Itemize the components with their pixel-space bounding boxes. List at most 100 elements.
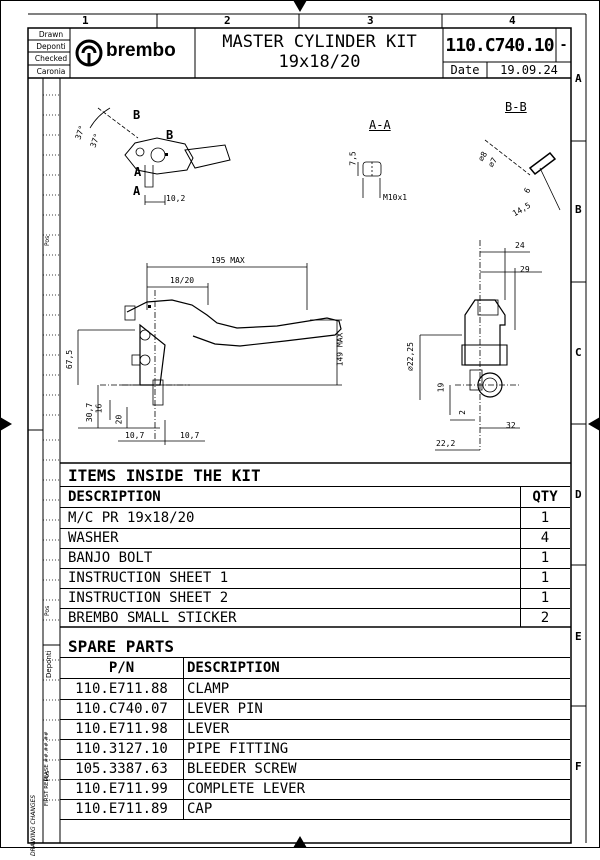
kit-col-qty: QTY (532, 489, 558, 505)
spare-part-desc: BLEEDER SCREW (187, 761, 297, 777)
row-letter-d: D (575, 488, 582, 501)
side-pos-label-2: Pos (44, 605, 51, 616)
kit-row: INSTRUCTION SHEET 2 1 (60, 588, 570, 609)
column-number-4: 4 (509, 14, 516, 27)
spare-part-number: 105.3387.63 (75, 761, 168, 777)
kit-title-row: ITEMS INSIDE THE KIT (60, 464, 570, 487)
dim-18-20: 18/20 (170, 276, 195, 285)
spare-header-row: P/N DESCRIPTION (60, 658, 570, 679)
kit-item-qty: 2 (540, 610, 550, 626)
role-caronia: Caronia (36, 67, 66, 76)
date-value: 19.09.24 (500, 63, 558, 77)
kit-row: M/C PR 19x18/20 1 (60, 508, 570, 529)
revision: - (559, 38, 568, 53)
spare-part-number: 110.E711.88 (75, 681, 168, 697)
dim-29: 29 (520, 265, 530, 274)
kit-row: BREMBO SMALL STICKER 2 (60, 608, 570, 628)
kit-item-desc: INSTRUCTION SHEET 2 (68, 590, 229, 606)
kit-item-qty: 1 (540, 570, 550, 586)
kit-item-desc: WASHER (68, 530, 119, 546)
kit-row: BANJO BOLT 1 (60, 548, 570, 569)
part-number: 110.C740.10 (445, 35, 554, 56)
spare-row: 110.E711.98 LEVER (60, 719, 570, 740)
kit-item-desc: INSTRUCTION SHEET 1 (68, 570, 229, 586)
dim-67-5: 67,5 (65, 349, 75, 370)
dim-m10x1: M10x1 (383, 193, 408, 202)
spare-col-description: DESCRIPTION (187, 660, 280, 676)
dim-24: 24 (515, 241, 525, 250)
dim-d22-25: ∅22,25 (405, 342, 415, 371)
spare-row: 110.E711.88 CLAMP (60, 679, 570, 700)
kit-header-row: DESCRIPTION QTY (60, 487, 570, 508)
role-deponti: Deponti (36, 42, 66, 51)
row-letter-f: F (575, 760, 582, 773)
row-letter-b: B (575, 203, 582, 216)
role-checked: Checked (34, 54, 68, 63)
column-number-2: 2 (224, 14, 231, 27)
dim-20: 20 (114, 414, 124, 425)
dim-195-max: 195 MAX (211, 256, 245, 265)
spare-part-number: 110.C740.07 (75, 701, 168, 717)
kit-title: ITEMS INSIDE THE KIT (68, 466, 261, 485)
spare-title: SPARE PARTS (68, 637, 174, 656)
technical-drawing (77, 107, 561, 451)
section-marker-a1: A (134, 165, 142, 179)
section-marker-a2: A (133, 184, 141, 198)
dim-7-5: 7,5 (348, 151, 358, 166)
spare-row: 110.C740.07 LEVER PIN (60, 699, 570, 720)
dim-10-7-right: 10,7 (180, 431, 200, 440)
side-drawing-changes-label: DRAWING CHANGES (30, 794, 37, 856)
kit-col-description: DESCRIPTION (68, 489, 161, 505)
kit-table: ITEMS INSIDE THE KIT DESCRIPTION QTY M/C… (60, 464, 570, 627)
view-label-aa: A-A (369, 118, 391, 132)
side-deponti-label: Deponti (45, 650, 53, 678)
dim-19: 19 (436, 382, 446, 393)
dim-30-7: 30,7 (85, 402, 95, 423)
row-letter-e: E (575, 630, 582, 643)
spare-col-pn: P/N (108, 660, 135, 676)
brembo-logo-icon (75, 39, 103, 67)
spare-part-desc: CLAMP (187, 681, 230, 697)
kit-row: WASHER 4 (60, 528, 570, 549)
spare-part-number: 110.E711.89 (75, 801, 168, 817)
section-marker-b2: B (166, 128, 174, 142)
spare-parts-table: SPARE PARTS P/N DESCRIPTION 110.E711.88 … (60, 636, 570, 820)
spare-part-number: 110.E711.98 (75, 721, 168, 737)
spare-part-number: 110.3127.10 (75, 741, 168, 757)
spare-row: 110.E711.99 COMPLETE LEVER (60, 779, 570, 800)
spare-part-desc: LEVER PIN (187, 701, 263, 717)
drawing-title-line2: 19x18/20 (278, 52, 361, 72)
kit-item-qty: 1 (540, 590, 550, 606)
spare-row: 105.3387.63 BLEEDER SCREW (60, 759, 570, 780)
kit-item-desc: BANJO BOLT (68, 550, 153, 566)
spare-column-divider (183, 658, 184, 820)
column-number-1: 1 (82, 14, 89, 27)
spare-part-desc: PIPE FITTING (187, 741, 289, 757)
view-label-bb: B-B (505, 100, 527, 114)
brand-name: brembo (106, 40, 176, 61)
role-drawn: Drawn (38, 30, 64, 39)
dim-32: 32 (506, 421, 516, 430)
dim-149-max: 149 MAX (335, 332, 345, 367)
drawing-title-line1: MASTER CYLINDER KIT (222, 32, 417, 52)
dim-16: 16 (94, 403, 104, 414)
dim-10-2: 10,2 (166, 194, 186, 203)
kit-column-divider (520, 487, 521, 627)
spare-title-row: SPARE PARTS (60, 636, 570, 658)
kit-item-desc: M/C PR 19x18/20 (68, 510, 195, 526)
column-number-3: 3 (367, 14, 374, 27)
row-letter-c: C (575, 346, 582, 359)
side-first-release-label: FIRST RELEASE ##.##.## (44, 731, 50, 806)
kit-item-qty: 1 (540, 550, 550, 566)
spare-row: 110.E711.89 CAP (60, 799, 570, 820)
section-marker-b1: B (133, 108, 141, 122)
kit-item-qty: 4 (540, 530, 550, 546)
date-label: Date (450, 63, 480, 77)
dim-22-2: 22,2 (436, 439, 456, 448)
spare-part-number: 110.E711.99 (75, 781, 168, 797)
dim-2: 2 (457, 410, 467, 415)
kit-item-qty: 1 (540, 510, 550, 526)
kit-row: INSTRUCTION SHEET 1 1 (60, 568, 570, 589)
spare-part-desc: COMPLETE LEVER (187, 781, 306, 797)
dim-10-7-left: 10,7 (125, 431, 145, 440)
